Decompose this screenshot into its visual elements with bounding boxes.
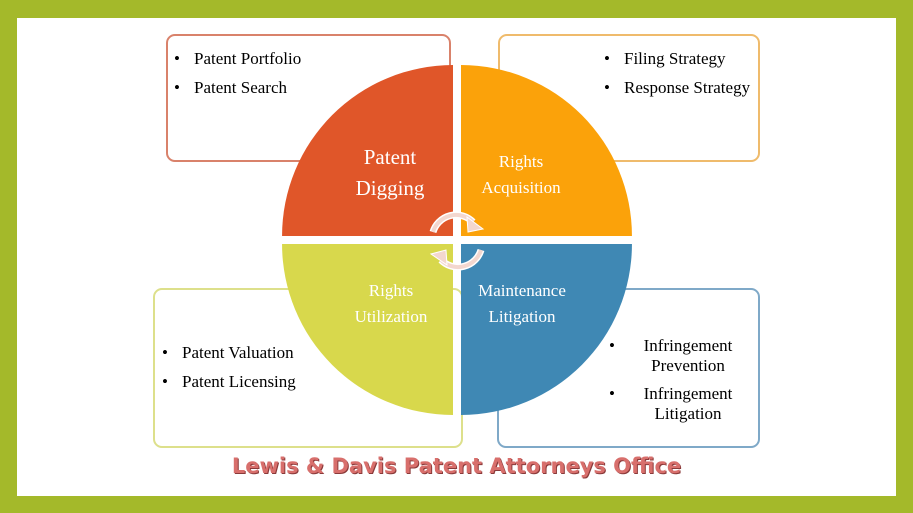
quadrant-patent-digging bbox=[282, 65, 453, 236]
list-item: Patent Valuation bbox=[160, 342, 296, 363]
list-rights-utilization: Patent Valuation Patent Licensing bbox=[160, 342, 296, 400]
label-maintenance-litigation-2: Litigation bbox=[488, 307, 556, 326]
cycle-wheel-diagram: Patent Digging Rights Acquisition Rights… bbox=[282, 65, 632, 415]
list-maintenance-litigation: Infringement Prevention Infringement Lit… bbox=[609, 336, 749, 432]
label-patent-digging-2: Digging bbox=[356, 176, 425, 200]
quadrant-rights-utilization bbox=[282, 244, 453, 415]
list-item: Filing Strategy bbox=[602, 48, 750, 69]
list-item: Patent Licensing bbox=[160, 371, 296, 392]
list-patent-digging: Patent Portfolio Patent Search bbox=[172, 48, 301, 106]
slide-canvas: Patent Portfolio Patent Search Filing St… bbox=[17, 18, 896, 496]
label-patent-digging-1: Patent bbox=[364, 145, 417, 169]
quadrant-maintenance-litigation bbox=[461, 244, 632, 415]
label-rights-acquisition-1: Rights bbox=[499, 152, 543, 171]
quadrant-rights-acquisition bbox=[461, 65, 632, 236]
list-item: Infringement Litigation bbox=[609, 384, 749, 424]
cycle-arrows-icon bbox=[429, 211, 485, 271]
list-item: Patent Portfolio bbox=[172, 48, 301, 69]
label-maintenance-litigation-1: Maintenance bbox=[478, 281, 566, 300]
list-item: Response Strategy bbox=[602, 77, 750, 98]
list-item: Infringement Prevention bbox=[609, 336, 749, 376]
label-rights-utilization-1: Rights bbox=[369, 281, 413, 300]
list-rights-acquisition: Filing Strategy Response Strategy bbox=[602, 48, 750, 106]
label-rights-acquisition-2: Acquisition bbox=[481, 178, 561, 197]
list-item: Patent Search bbox=[172, 77, 301, 98]
label-rights-utilization-2: Utilization bbox=[355, 307, 428, 326]
footer-office-name: Lewis & Davis Patent Attorneys Office bbox=[231, 454, 682, 478]
